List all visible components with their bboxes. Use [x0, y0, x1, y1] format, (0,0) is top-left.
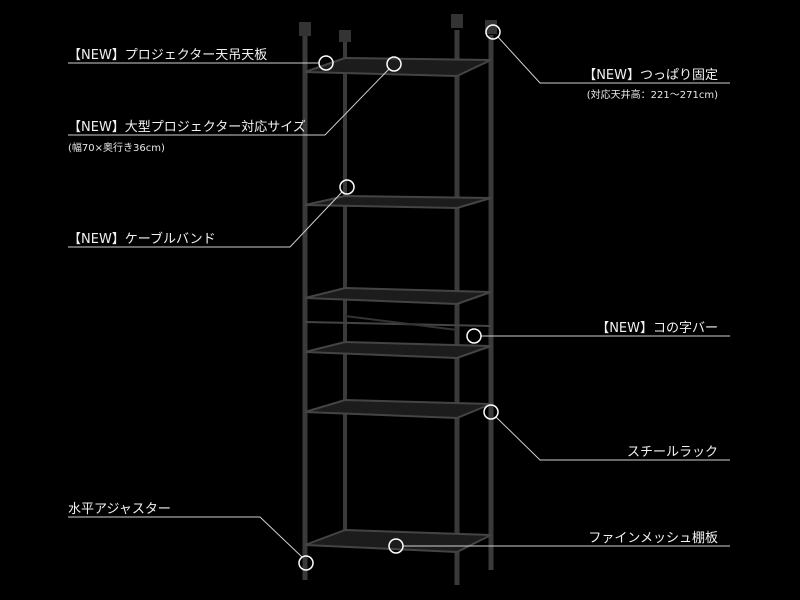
u-bar: [304, 321, 492, 327]
mesh-shelf: [304, 286, 492, 306]
marker-circle: [466, 328, 482, 344]
callout-tension-fix-note: (対応天井高：221～271cm): [586, 90, 718, 101]
callout-tension-fix: 【NEW】つっぱり固定: [583, 68, 718, 83]
callout-mesh-shelf: ファインメッシュ棚板: [588, 531, 718, 546]
callout-large-size-note: (幅70×奥行き36cm): [68, 143, 165, 154]
marker-circle: [388, 538, 404, 554]
callout-u-bar: 【NEW】コの字バー: [596, 321, 718, 336]
callout-ceiling-board: 【NEW】プロジェクター天吊天板: [68, 48, 268, 63]
tension-head: [339, 30, 351, 42]
mesh-shelf: [304, 340, 492, 360]
callout-markers: [298, 24, 501, 571]
tension-head: [451, 14, 463, 28]
tension-head: [485, 20, 497, 34]
marker-circle: [298, 555, 314, 571]
callout-cable-band: 【NEW】ケーブルバンド: [68, 232, 216, 247]
mesh-shelf: [304, 194, 492, 210]
mesh-shelf: [304, 398, 492, 420]
marker-circle: [318, 55, 334, 71]
marker-circle: [485, 24, 501, 40]
u-bar: [344, 315, 458, 331]
mesh-shelf: [304, 528, 492, 554]
steel-rack: [299, 14, 497, 585]
marker-circle: [386, 56, 402, 72]
leader-lines: [68, 36, 730, 558]
callout-large-size: 【NEW】大型プロジェクター対応サイズ: [68, 120, 306, 135]
shelves: [304, 56, 492, 554]
marker-circle: [483, 404, 499, 420]
tension-head: [299, 22, 311, 36]
callout-steel-rack: スチールラック: [626, 445, 718, 460]
ceiling-board: [304, 56, 492, 78]
marker-circle: [339, 179, 355, 195]
callout-adjuster: 水平アジャスター: [68, 502, 171, 517]
